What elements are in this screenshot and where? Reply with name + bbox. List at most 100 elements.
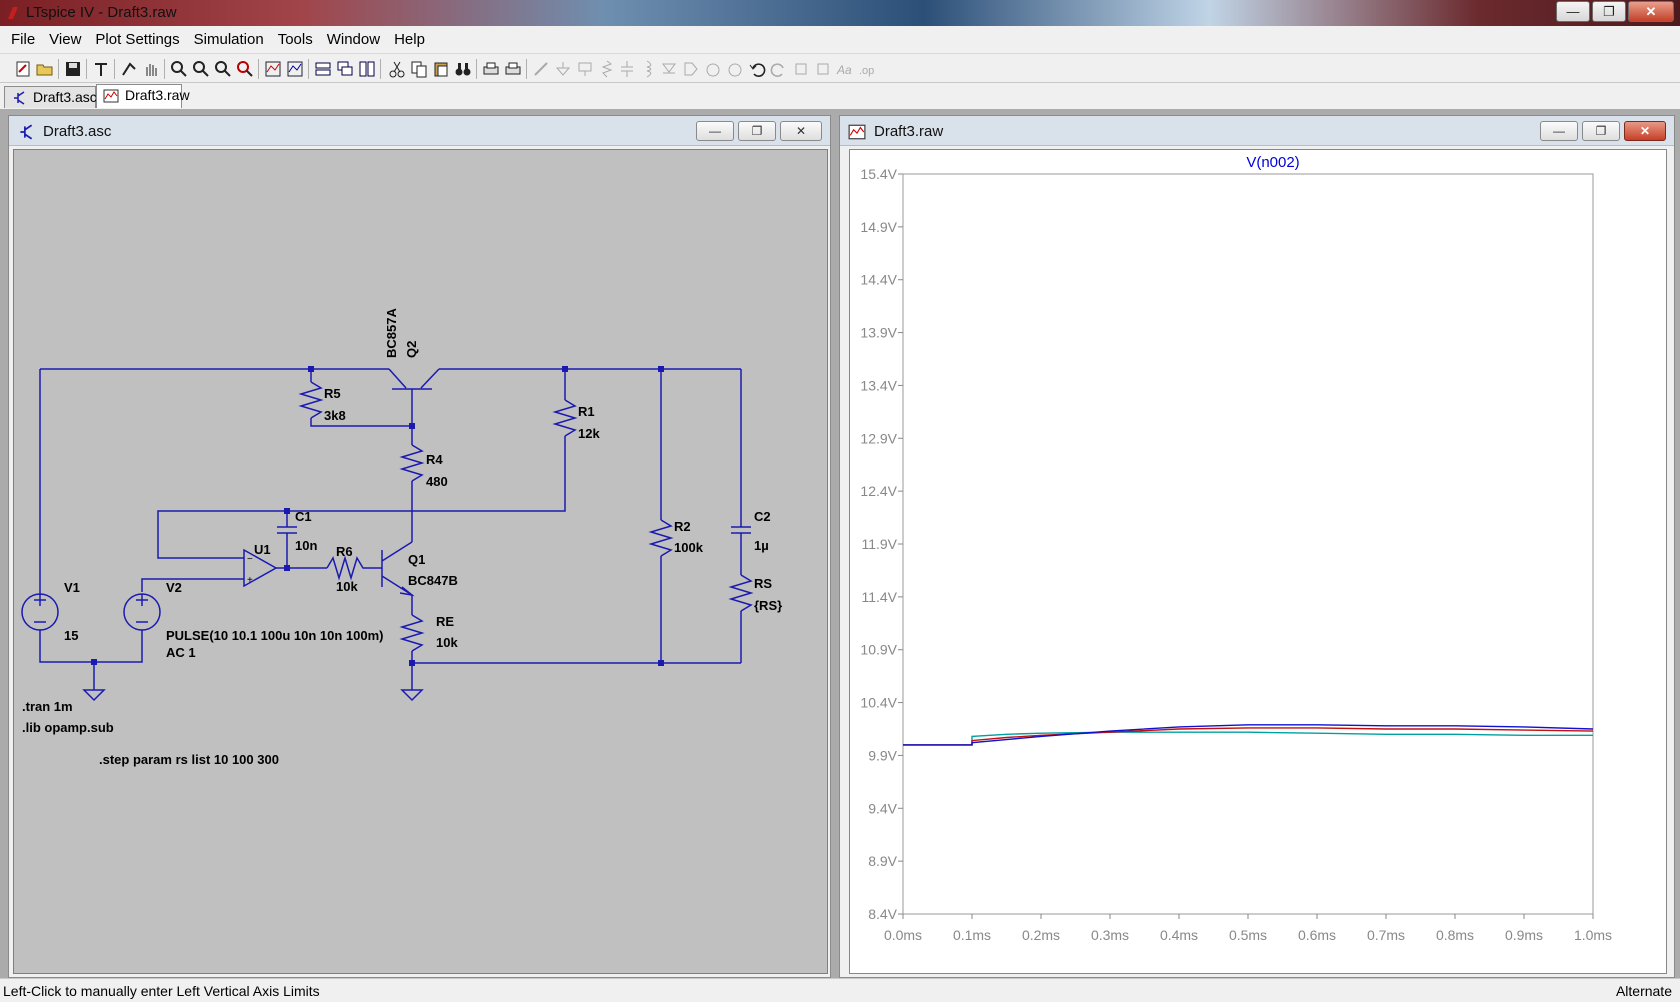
autorange-y-icon[interactable] — [286, 60, 304, 78]
y-tick-label: 12.4V — [860, 483, 897, 499]
minimize-button[interactable]: — — [1556, 1, 1590, 22]
open-folder-icon[interactable] — [36, 60, 54, 78]
schematic-close-button[interactable]: ✕ — [780, 121, 822, 141]
r1-value-label: 12k — [578, 426, 600, 441]
menu-simulation[interactable]: Simulation — [193, 30, 264, 48]
resistor-r5[interactable] — [298, 381, 324, 419]
resistor-r2[interactable] — [648, 519, 674, 557]
capacitor-c1[interactable] — [277, 511, 297, 569]
trace-line-0[interactable] — [903, 731, 1593, 746]
r5-ref-label: R5 — [324, 386, 341, 401]
menu-help[interactable]: Help — [394, 30, 425, 48]
v2-value-label: PULSE(10 10.1 100u 10n 10n 100m) — [166, 628, 384, 643]
waveform-maximize-button[interactable]: ❐ — [1582, 121, 1620, 141]
schematic-maximize-button[interactable]: ❐ — [738, 121, 776, 141]
y-tick-label: 9.9V — [868, 747, 897, 763]
menu-tools[interactable]: Tools — [277, 30, 313, 48]
y-tick-label: 9.4V — [868, 800, 897, 816]
transistor-q2[interactable] — [388, 368, 440, 426]
drag-hand-icon[interactable] — [726, 60, 744, 78]
plot-frame — [902, 173, 1594, 915]
move-hand-icon[interactable] — [704, 60, 722, 78]
y-tick-label: 14.4V — [860, 272, 897, 288]
trace-line-2[interactable] — [903, 724, 1594, 746]
zoom-fit-icon[interactable] — [192, 60, 210, 78]
undo-icon[interactable] — [748, 60, 766, 78]
control-panel-icon[interactable] — [92, 60, 110, 78]
lib-directive[interactable]: .lib opamp.sub — [22, 720, 114, 735]
re-value-label: 10k — [436, 635, 458, 650]
y-tick-label: 10.4V — [860, 695, 897, 711]
resistor-re[interactable] — [399, 614, 425, 652]
junction — [284, 565, 290, 571]
autorange-icon[interactable] — [264, 60, 282, 78]
resistor-r1[interactable] — [552, 399, 578, 437]
close-button[interactable]: ✕ — [1628, 1, 1674, 22]
menu-file[interactable]: File — [11, 30, 36, 48]
tab-draft3-asc[interactable]: Draft3.asc — [4, 86, 97, 108]
diode-icon[interactable] — [660, 60, 678, 78]
junction — [562, 366, 568, 372]
q2-part-label: BC857A — [384, 308, 399, 358]
new-schematic-icon[interactable] — [14, 60, 32, 78]
step-directive[interactable]: .step param rs list 10 100 300 — [99, 752, 279, 767]
waveform-close-button[interactable]: ✕ — [1624, 121, 1666, 141]
paste-icon[interactable] — [432, 60, 450, 78]
component-icon[interactable] — [682, 60, 700, 78]
resistor-rs[interactable] — [728, 574, 754, 612]
tran-directive[interactable]: .tran 1m — [22, 699, 73, 714]
resistor-icon[interactable] — [598, 60, 616, 78]
y-axis[interactable]: 15.4V14.9V14.4V13.9V13.4V12.9V12.4V11.9V… — [860, 166, 903, 922]
mirror-icon[interactable] — [814, 60, 832, 78]
y-tick-label: 15.4V — [860, 166, 897, 182]
menu-view[interactable]: View — [49, 30, 82, 48]
waveform-window-titlebar[interactable]: Draft3.raw — ❐ ✕ — [840, 116, 1674, 146]
re-ref-label: RE — [436, 614, 454, 629]
schematic-canvas[interactable]: BC857A Q2 R5 3k8 R4 480 R1 12k C1 10n U1… — [13, 149, 828, 974]
cascade-icon[interactable] — [336, 60, 354, 78]
print-icon[interactable] — [504, 60, 522, 78]
ground-icon[interactable] — [554, 60, 572, 78]
maximize-button[interactable]: ❐ — [1592, 1, 1626, 22]
find-binoculars-icon[interactable] — [454, 60, 472, 78]
tile-horizontal-icon[interactable] — [314, 60, 332, 78]
inductor-icon[interactable] — [638, 60, 656, 78]
schematic-drawing: BC857A Q2 R5 3k8 R4 480 R1 12k C1 10n U1… — [21, 308, 782, 767]
schematic-minimize-button[interactable]: — — [696, 121, 734, 141]
waveform-minimize-button[interactable]: — — [1540, 121, 1578, 141]
text-icon[interactable]: Aa — [836, 60, 854, 78]
print-setup-icon[interactable] — [482, 60, 500, 78]
run-icon[interactable] — [120, 60, 138, 78]
copy-icon[interactable] — [410, 60, 428, 78]
tile-vertical-icon[interactable] — [358, 60, 376, 78]
resistor-r6[interactable] — [326, 555, 382, 581]
c2-value-label: 1µ — [754, 538, 769, 553]
capacitor-icon[interactable] — [618, 60, 636, 78]
zoom-in-icon[interactable] — [170, 60, 188, 78]
opamp-minus-sign: − — [247, 554, 253, 565]
resistor-r4[interactable] — [399, 444, 425, 482]
tab-draft3-raw[interactable]: Draft3.raw — [96, 84, 190, 108]
menu-plot-settings[interactable]: Plot Settings — [95, 30, 180, 48]
title-bar: LTspice IV - Draft3.raw — ❐ ✕ — [0, 0, 1680, 26]
save-icon[interactable] — [64, 60, 82, 78]
ground-symbol — [400, 689, 424, 702]
label-net-icon[interactable] — [576, 60, 594, 78]
zoom-cancel-icon[interactable] — [236, 60, 254, 78]
spice-directive-icon[interactable]: .op — [858, 60, 876, 78]
zoom-out-icon[interactable] — [214, 60, 232, 78]
trace-label-v-n002[interactable]: V(n002) — [1246, 154, 1299, 171]
y-tick-label: 11.9V — [861, 536, 897, 552]
trace-line-1[interactable] — [903, 727, 1594, 746]
cut-icon[interactable] — [388, 60, 406, 78]
opamp-u1[interactable] — [243, 548, 278, 588]
pan-hand-icon[interactable] — [142, 60, 160, 78]
menu-window[interactable]: Window — [326, 30, 381, 48]
capacitor-c2[interactable] — [731, 369, 751, 575]
schematic-window-titlebar[interactable]: Draft3.asc — ❐ ✕ — [9, 116, 830, 146]
draw-wire-icon[interactable] — [532, 60, 550, 78]
rotate-icon[interactable] — [792, 60, 810, 78]
redo-icon[interactable] — [770, 60, 788, 78]
